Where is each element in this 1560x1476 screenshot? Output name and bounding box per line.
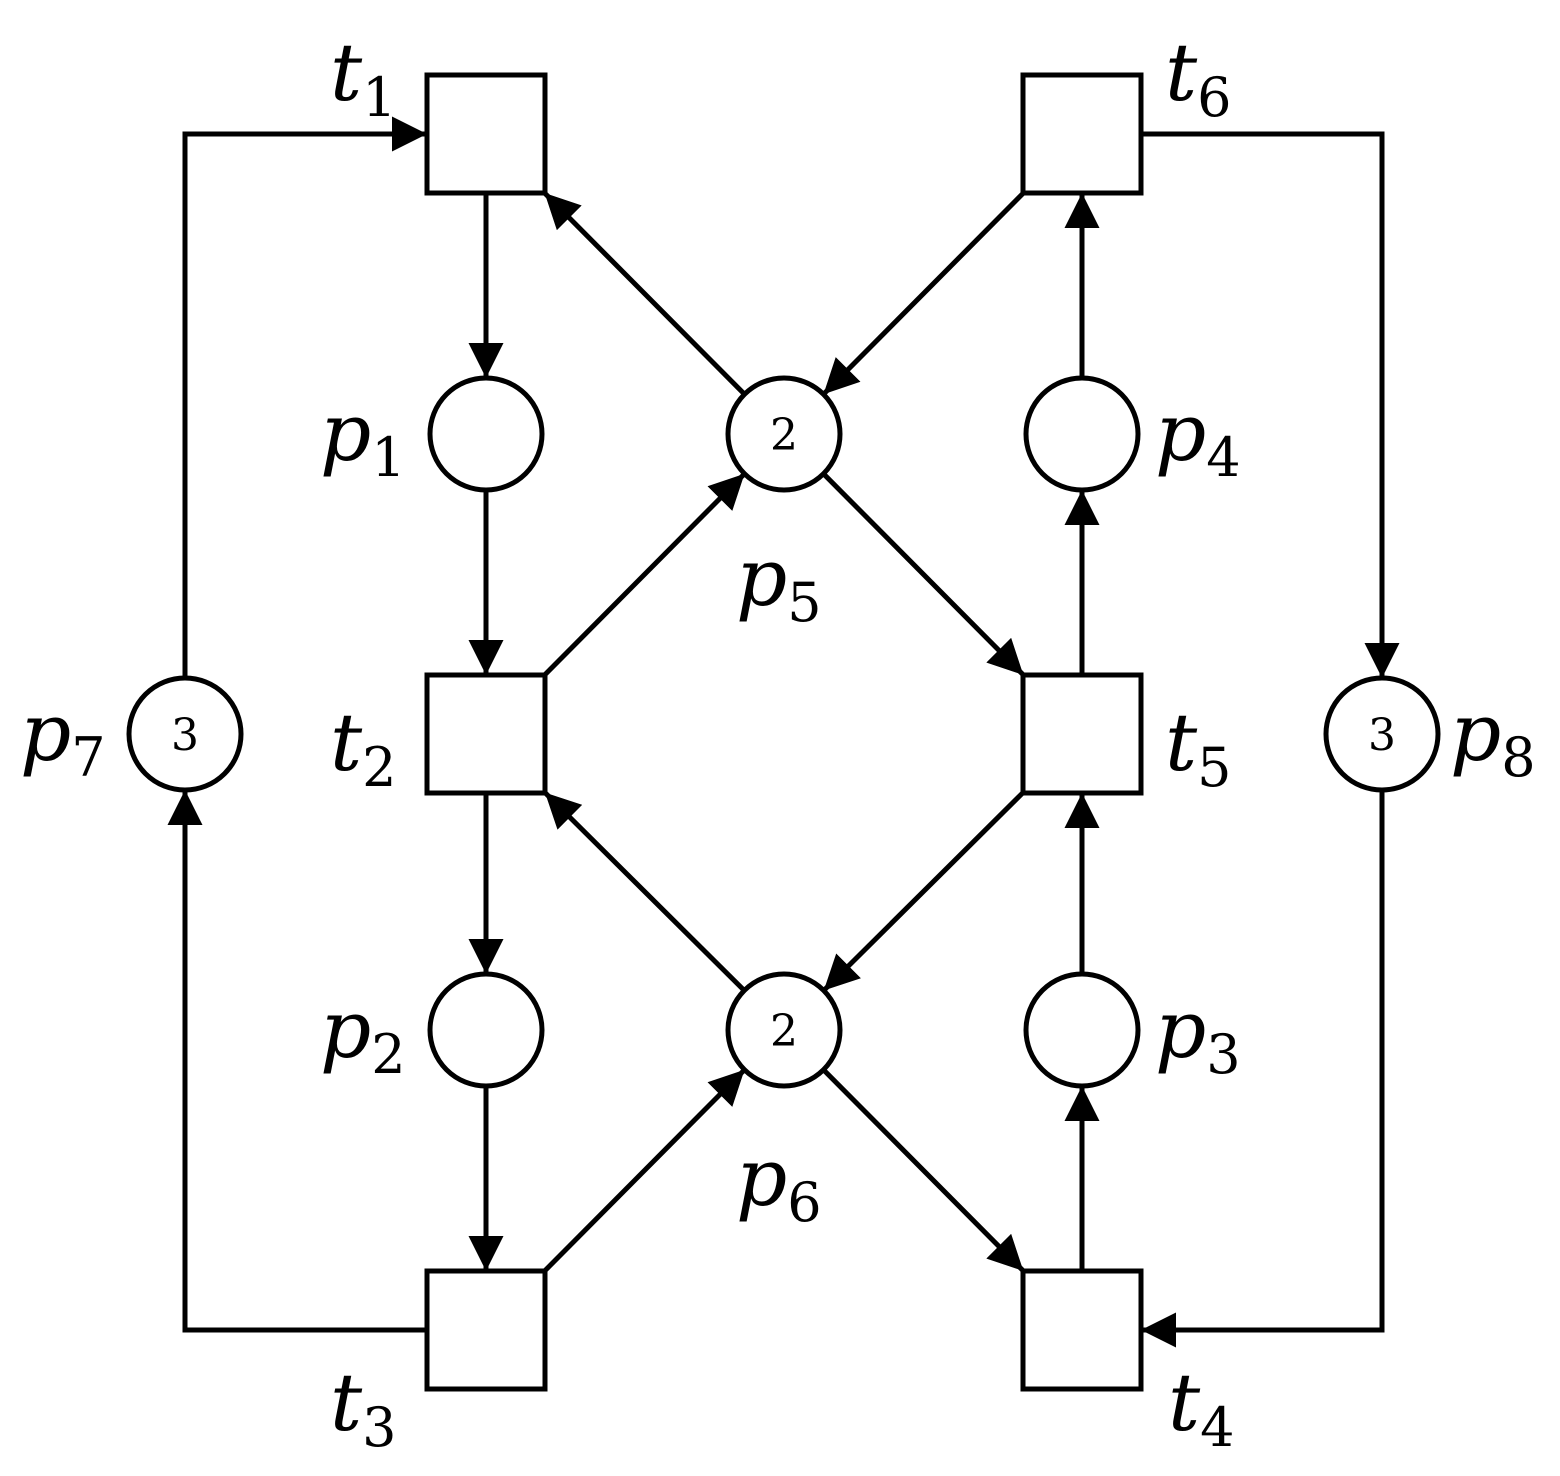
label-letter: t <box>330 26 363 119</box>
arc-p6-to-t2 <box>543 790 747 993</box>
token-count-p5: 2 <box>770 410 798 461</box>
transition-t5 <box>1020 672 1144 796</box>
place-p2 <box>427 971 545 1089</box>
place-circle <box>1023 375 1141 493</box>
token-count-p8: 3 <box>1368 710 1396 761</box>
place-circle <box>1023 971 1141 1089</box>
label-subscript: 1 <box>371 426 405 489</box>
label-letter: p <box>20 686 71 779</box>
label-letter: t <box>1168 1356 1201 1449</box>
label-t2: t2 <box>330 696 397 799</box>
token-count-p6: 2 <box>770 1006 798 1057</box>
place-p7: 3 <box>126 675 244 793</box>
label-letter: p <box>736 531 787 624</box>
label-subscript: 4 <box>1200 1396 1234 1459</box>
label-letter: t <box>1165 26 1198 119</box>
place-circle <box>1323 675 1441 793</box>
label-letter: t <box>330 1356 363 1449</box>
arcs-layer <box>167 116 1400 1348</box>
label-subscript: 5 <box>1197 736 1231 799</box>
label-t5: t5 <box>1165 696 1232 799</box>
arc-t6-to-p8 <box>1141 131 1400 678</box>
label-letter: p <box>1155 386 1206 479</box>
label-subscript: 3 <box>1206 1023 1240 1086</box>
label-letter: p <box>1450 686 1501 779</box>
label-p2: p2 <box>320 983 406 1086</box>
label-t6: t6 <box>1165 26 1232 129</box>
label-p1: p1 <box>320 386 406 489</box>
arc-t3-to-p6 <box>542 1067 747 1273</box>
label-t4: t4 <box>1168 1356 1235 1459</box>
place-p5: 2 <box>725 375 843 493</box>
label-letter: t <box>330 696 363 789</box>
label-subscript: 2 <box>362 736 396 799</box>
place-p4 <box>1023 375 1141 493</box>
place-p6: 2 <box>725 971 843 1089</box>
arc-p5-to-t1 <box>542 191 747 397</box>
label-subscript: 4 <box>1206 426 1240 489</box>
transition-t6 <box>1020 72 1144 196</box>
label-p8: p8 <box>1450 686 1536 789</box>
arc-p5-to-t5 <box>821 471 1026 677</box>
place-circle <box>725 375 843 493</box>
label-p6: p6 <box>736 1131 822 1234</box>
label-subscript: 1 <box>362 66 396 129</box>
label-letter: p <box>736 1131 787 1224</box>
label-subscript: 3 <box>362 1396 396 1459</box>
place-p3 <box>1023 971 1141 1089</box>
label-p5: p5 <box>736 531 822 634</box>
transition-t3 <box>424 1268 548 1392</box>
arc-t3-to-p7 <box>167 790 427 1333</box>
place-p8: 3 <box>1323 675 1441 793</box>
arc-t6-to-p5 <box>821 191 1026 397</box>
label-letter: p <box>320 386 371 479</box>
arc-p8-to-t4 <box>1141 790 1385 1348</box>
token-count-p7: 3 <box>171 710 199 761</box>
label-subscript: 5 <box>787 571 821 634</box>
label-t3: t3 <box>330 1356 397 1459</box>
label-letter: p <box>1155 983 1206 1076</box>
label-subscript: 6 <box>787 1171 821 1234</box>
place-circle <box>126 675 244 793</box>
arc-p6-to-t4 <box>821 1067 1026 1273</box>
nodes-layer: 2 2 3 3 <box>126 72 1441 1392</box>
label-p4: p4 <box>1155 386 1241 489</box>
label-subscript: 8 <box>1501 726 1535 789</box>
place-circle <box>427 971 545 1089</box>
place-circle <box>427 375 545 493</box>
place-circle <box>725 971 843 1089</box>
place-p1 <box>427 375 545 493</box>
label-subscript: 6 <box>1197 66 1231 129</box>
label-subscript: 2 <box>371 1023 405 1086</box>
label-p3: p3 <box>1155 983 1241 1086</box>
label-letter: p <box>320 983 371 1076</box>
transition-t4 <box>1020 1268 1144 1392</box>
arc-p7-to-t1 <box>182 116 427 678</box>
arc-t2-to-p5 <box>542 471 747 677</box>
label-t1: t1 <box>330 26 397 129</box>
arc-t5-to-p6 <box>821 790 1025 993</box>
label-p7: p7 <box>20 686 106 789</box>
label-letter: t <box>1165 696 1198 789</box>
label-subscript: 7 <box>71 726 105 789</box>
transition-t2 <box>424 672 548 796</box>
transition-t1 <box>424 72 548 196</box>
